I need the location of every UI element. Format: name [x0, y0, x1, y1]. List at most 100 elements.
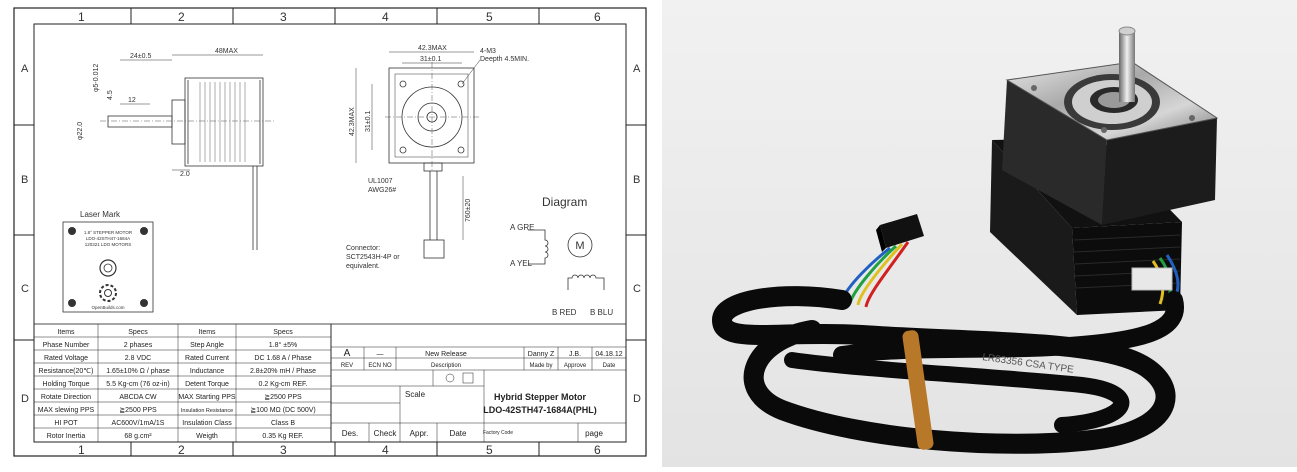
dim-m3: 4-M3 [480, 48, 496, 55]
spec-cell: Phase Number [43, 342, 90, 349]
footer-date: Date [450, 429, 467, 438]
col-label: 3 [280, 443, 287, 457]
madeby-label: Made by [529, 363, 552, 369]
spec-cell: 1.8° ±5% [269, 341, 297, 349]
laser-line-3: 120321 LDO MOTORS [85, 242, 131, 247]
outer-frame [13, 7, 647, 457]
row-label: B [633, 174, 640, 186]
spec-cell: Class B [271, 420, 295, 427]
spec-cell: ≧100 MΩ (DC 500V) [250, 407, 316, 414]
spec-cell: Rated Current [185, 355, 229, 362]
dim-31w: 31±0.1 [420, 56, 441, 63]
spec-cell: 0.35 Kg REF. [262, 433, 303, 440]
coil-b [567, 274, 605, 290]
footer-check: Check [374, 429, 398, 438]
spec-header: Items [57, 329, 75, 336]
date-value: 04.18.12 [595, 351, 622, 358]
col-label: 4 [382, 10, 389, 24]
coil-a [528, 229, 549, 265]
connector-line-1: Connector: [346, 245, 380, 252]
date-label: Date [603, 363, 616, 369]
col-label: 5 [486, 443, 493, 457]
spec-cell: HI POT [54, 420, 78, 427]
spec-header: Specs [128, 329, 148, 336]
dim-24: 24±0.5 [130, 53, 151, 60]
row-label: A [21, 63, 29, 75]
row-label: B [21, 174, 28, 186]
dim-lead: 760±20 [465, 199, 472, 222]
column-markers: 1 2 3 4 5 6 1 2 3 4 5 6 [78, 8, 601, 457]
spec-cell: 2.8 VDC [125, 355, 151, 362]
wire-red: B RED [552, 308, 577, 317]
row-label: C [21, 283, 29, 295]
spec-cell: 2.8±20% mH / Phase [250, 368, 316, 375]
title-line-2: LDO-42STH47-1684A(PHL) [483, 405, 597, 415]
dim-48: 48MAX [215, 48, 238, 55]
scale-label: Scale [405, 390, 426, 399]
spec-cell: MAX Starting PPS [178, 394, 236, 401]
wire-blu: B BLU [590, 308, 613, 317]
title-line-1: Hybrid Stepper Motor [494, 392, 587, 402]
footer-des: Des. [342, 429, 358, 438]
dim-45: 4.5 [107, 90, 114, 100]
motor-photo: LR83356 CSA TYPE [662, 0, 1297, 467]
spec-cell: ≧2500 PPS [264, 394, 302, 401]
dim-42h: 42.3MAX [349, 107, 356, 136]
spec-cell: Insulation Class [182, 420, 232, 427]
top-view [355, 51, 481, 259]
spec-table: Items Specs Items Specs Phase Number 2 p… [33, 323, 332, 443]
wire-awg: AWG26# [368, 187, 396, 194]
laser-line-1: 1.8° STEPPER MOTOR [84, 230, 133, 235]
desc-label: Description [431, 363, 461, 369]
dim-31h: 31±0.1 [365, 111, 372, 132]
drawing-svg: 1 2 3 4 5 6 1 2 3 4 5 6 A B C D A B C D [13, 7, 647, 457]
dim-22: φ22.0 [77, 122, 84, 140]
spec-cell: 68 g.cm² [124, 433, 152, 440]
spec-cell: Inductance [190, 368, 224, 375]
madeby-value: Danny Z [528, 351, 555, 358]
ecn-value: — [377, 351, 384, 358]
dim-42w: 42.3MAX [418, 45, 447, 52]
top-view-dims: 42.3MAX 31±0.1 42.3MAX 31±0.1 4-M3 Deept… [346, 45, 529, 270]
approve-label: Approve [564, 363, 587, 369]
rev-label: REV [341, 363, 353, 369]
spec-cell: Rotate Direction [41, 394, 91, 401]
diagram-title: Diagram [542, 195, 587, 209]
dim-depth: Deepth 4.5MIN. [480, 56, 529, 63]
spec-cell: 0.2 Kg-cm REF. [258, 381, 307, 388]
laser-brand: OpenBuilds.com [91, 305, 124, 310]
laser-line-2: LDO-42STH47-1684A [86, 236, 130, 241]
laser-mark: Laser Mark 1.8° STEPPER MOTOR LDO-42STH4… [62, 210, 154, 313]
approve-value: J.B. [569, 351, 581, 358]
spec-cell: 5.5 Kg-cm (76 oz-in) [106, 381, 169, 388]
rubber-band [902, 330, 934, 450]
row-label: C [633, 283, 641, 295]
footer-appr: Appr. [410, 429, 429, 438]
spec-cell: Detent Torque [185, 381, 229, 388]
spec-cell: AC600V/1mA/1S [112, 420, 165, 427]
dim-20: 2.0 [180, 171, 190, 178]
connector-line-2: SCT2543H-4P or [346, 254, 400, 261]
col-label: 5 [486, 10, 493, 24]
shaft-outline [107, 115, 173, 128]
dim-shaft: φ5-0.012 [93, 64, 100, 92]
footer-factory: Factory Code [483, 430, 513, 436]
wire-yel: A YEL [510, 259, 533, 268]
spec-cell: Step Angle [190, 342, 224, 349]
spec-header: Specs [273, 329, 293, 336]
motor-plug [1131, 267, 1173, 291]
spec-cell: ABCDA CW [119, 394, 157, 401]
rev-value: A [344, 348, 351, 359]
wiring-diagram: Diagram M A GRE A YEL B RED B BLU [510, 195, 613, 317]
col-label: 2 [178, 443, 185, 457]
spec-cell: Rotor Inertia [47, 433, 86, 440]
photo-svg: LR83356 CSA TYPE [662, 0, 1297, 467]
engineering-drawing: 1 2 3 4 5 6 1 2 3 4 5 6 A B C D A B C D [13, 7, 647, 457]
connector-line-3: equivalent. [346, 263, 380, 270]
row-label: D [633, 393, 641, 405]
row-label: D [21, 393, 29, 405]
spec-cell: 2 phases [124, 342, 153, 349]
col-label: 1 [78, 443, 85, 457]
connector [876, 214, 924, 252]
col-label: 6 [594, 443, 601, 457]
